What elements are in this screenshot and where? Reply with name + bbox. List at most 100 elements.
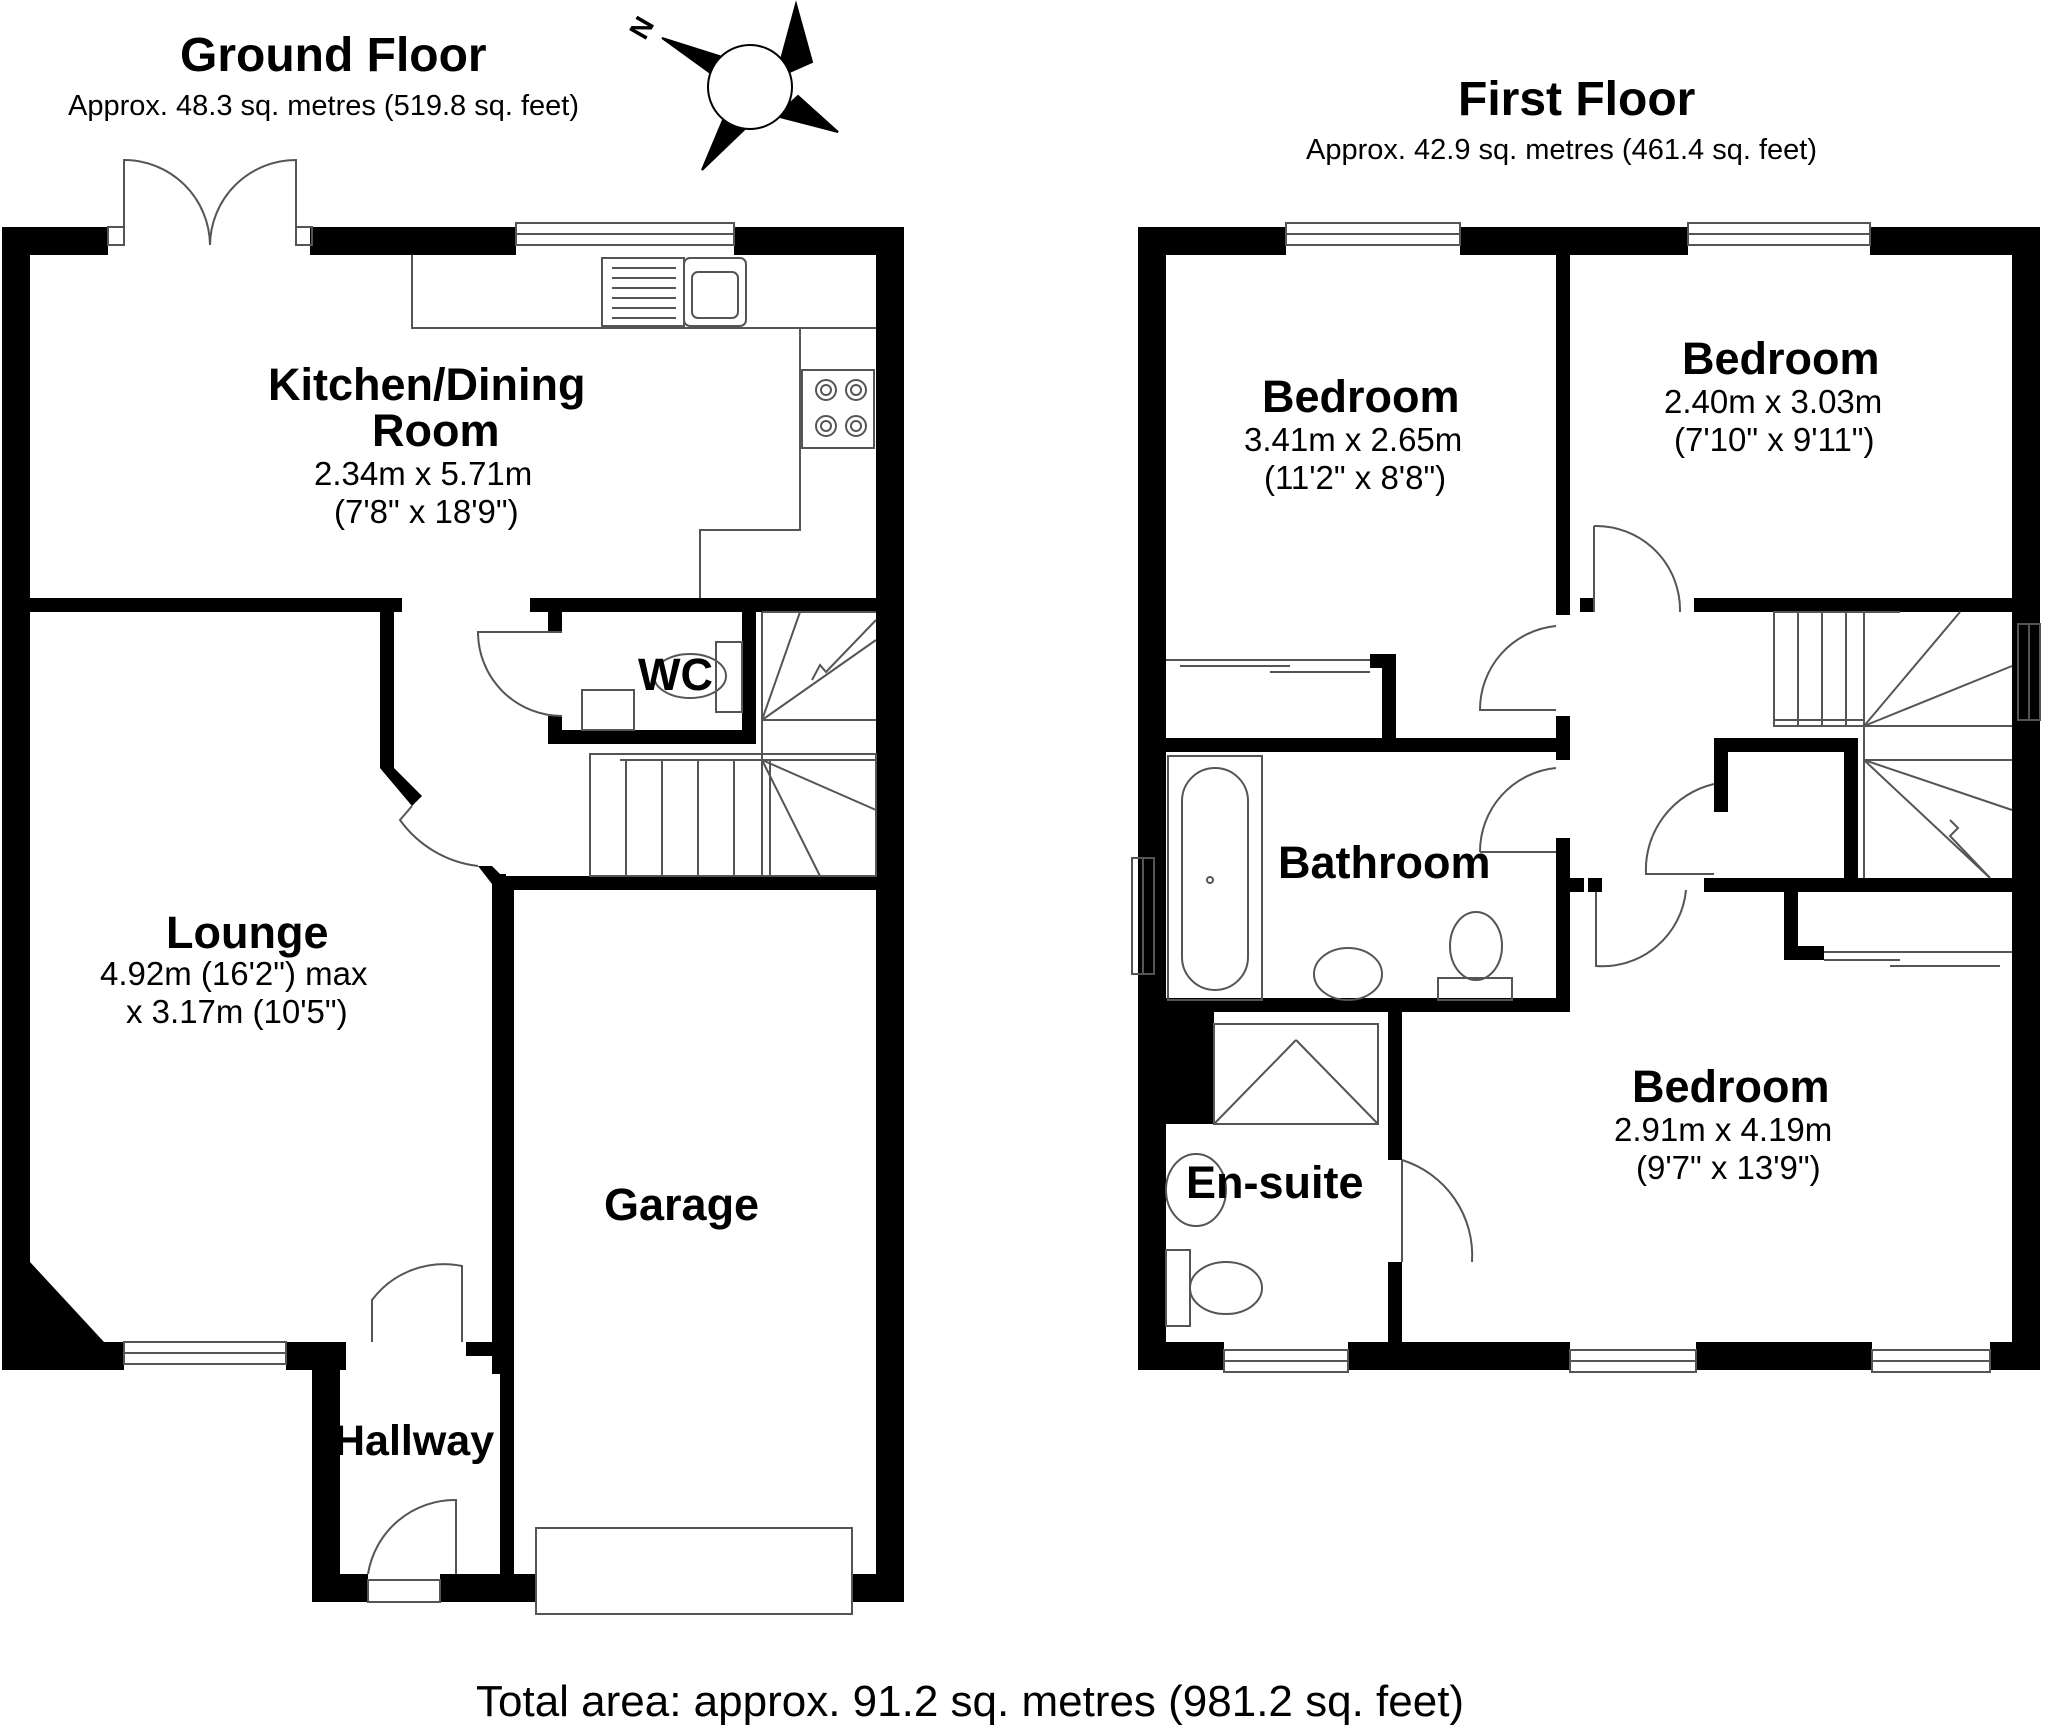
gf-wc-toilet <box>653 653 727 699</box>
first-floor-fixtures <box>1131 222 2041 1373</box>
gf-wall-wc-right <box>742 612 756 744</box>
ff-wall-bath-bottom <box>1166 998 1570 1012</box>
ff-bath <box>1167 755 1263 1001</box>
ff-wall-bath-right-top <box>1556 752 1570 760</box>
ground-floor-plan <box>2 227 904 1602</box>
ff-wall-right-return <box>2012 946 2040 960</box>
gf-wall-garage-left <box>500 876 514 1602</box>
ff-door-bed-right <box>1593 524 1682 613</box>
gf-wall-chamfer <box>30 1262 104 1342</box>
gf-window-hall <box>367 1579 441 1603</box>
ground-floor-area: Approx. 48.3 sq. metres (519.8 sq. feet) <box>68 90 579 122</box>
gf-hall-door-top <box>371 1263 463 1342</box>
ff-wall-top-c <box>1870 227 2040 255</box>
ff-wall-top-b <box>1460 227 1688 255</box>
ff-door-bed-left <box>1478 625 1557 711</box>
first-floor-title: First Floor <box>1458 73 1696 126</box>
gf-garage-door <box>535 1527 853 1615</box>
gf-worktop <box>411 255 801 598</box>
ff-wall-bottom-c <box>1696 1342 1872 1370</box>
ff-wall-top-a <box>1138 227 1286 255</box>
gf-wall-top-c <box>734 227 904 255</box>
gf-wall-wc-stub <box>548 716 562 744</box>
ff-toilet-cistern <box>1437 977 1513 1001</box>
ff-stairs <box>1773 611 2013 879</box>
ff-wall-wardrobe-2-left <box>1784 892 1798 960</box>
gf-wall-bottom-lounge-a <box>2 1342 124 1370</box>
ff-wall-bed-divider <box>1556 255 1570 615</box>
total-area: Total area: approx. 91.2 sq. metres (981… <box>476 1677 1465 1726</box>
ff-toilet <box>1449 911 1503 981</box>
gf-wall-angle-2 <box>478 866 506 884</box>
gf-wall-left <box>2 227 30 1370</box>
room-dims-kitchen-ft: (7'8" x 18'9") <box>334 493 519 530</box>
ff-wall-ensuite-dark <box>1166 1012 1214 1124</box>
gf-french-door-left <box>123 158 211 246</box>
room-name-wc: WC <box>638 649 713 700</box>
ff-ensuite-toilet <box>1189 1261 1263 1315</box>
ff-wall-landing-left-a <box>1556 716 1570 752</box>
ff-wall-left <box>1138 227 1166 1370</box>
gf-wall-wc-top <box>530 598 876 612</box>
ff-wall-right <box>2012 227 2040 1370</box>
room-dims-bedroom-left-ft: (11'2" x 8'8") <box>1264 459 1447 496</box>
ff-wall-landing-stub <box>1570 878 1584 892</box>
gf-wc-door <box>476 631 563 717</box>
ff-wall-cupboard-top <box>1714 738 1850 752</box>
gf-stairs <box>589 611 877 877</box>
first-floor-area: Approx. 42.9 sq. metres (461.4 sq. feet) <box>1306 134 1817 166</box>
ff-ensuite-basin <box>1165 1153 1227 1227</box>
ff-basin <box>1313 947 1383 1001</box>
ff-wall-bottom-a <box>1138 1342 1224 1370</box>
room-dims-bedroom-left-m: 3.41m x 2.65m <box>1244 421 1463 458</box>
ff-door-bed-main <box>1595 889 1687 968</box>
ff-wall-right-stub <box>1580 598 1594 612</box>
room-dims-kitchen-m: 2.34m x 5.71m <box>314 455 533 492</box>
ff-wall-ensuite-right-a <box>1388 1012 1402 1160</box>
compass-icon <box>661 0 839 171</box>
ff-wall-bath-right <box>1556 838 1570 1012</box>
gf-sink <box>683 257 747 327</box>
ff-wall-bed-right-bottom <box>1694 598 2040 612</box>
ground-floor-title: Ground Floor <box>180 29 487 82</box>
ff-wall-wardrobe-right-2 <box>1370 654 1396 668</box>
gf-french-door-right <box>209 158 297 246</box>
ff-door-cupboard <box>1644 783 1715 875</box>
ff-wall-wardrobe-2-bottom <box>1784 946 1824 960</box>
gf-door-frame-l <box>107 226 125 246</box>
ff-wall-ensuite-right-b <box>1388 1262 1402 1370</box>
ff-ensuite-cistern <box>1165 1249 1191 1327</box>
gf-wall-top-b <box>310 227 516 255</box>
ff-shower <box>1213 1023 1379 1125</box>
gf-wall-garage-top <box>500 876 876 890</box>
gf-wall-hall-bottom-a <box>312 1574 368 1602</box>
ff-wall-bottom-b <box>1348 1342 1570 1370</box>
gf-wall-hall-left <box>312 1342 340 1602</box>
room-dims-bedroom-right-m: 2.40m x 3.03m <box>1664 383 1883 420</box>
gf-wall-right <box>876 227 904 1602</box>
gf-hall-door-bottom <box>367 1498 457 1575</box>
room-dims-bedroom-main-m: 2.91m x 4.19m <box>1614 1111 1833 1148</box>
gf-wall-top-a <box>2 227 108 255</box>
gf-wall-wc-left <box>548 598 562 632</box>
gf-wc-basin <box>581 689 635 731</box>
room-name-bedroom-left: Bedroom <box>1262 371 1460 422</box>
gf-wall-wc-bottom <box>550 730 756 744</box>
gf-hob <box>801 369 875 449</box>
room-name-bedroom-right: Bedroom <box>1682 333 1880 384</box>
gf-wall-garage-bottom-b <box>852 1574 904 1602</box>
ff-wall-cupboard-right <box>1844 738 1858 878</box>
gf-wall-lounge-right <box>380 598 394 768</box>
room-name-ensuite: En-suite <box>1186 1157 1364 1208</box>
ff-wall-bed-left-bottom <box>1166 738 1570 752</box>
gf-wall-kitchen-lounge <box>30 598 402 612</box>
ff-door-bathroom <box>1478 767 1557 853</box>
ff-wall-landing-bottom <box>1704 878 2040 892</box>
ff-wall-wardrobe-right <box>1382 654 1396 752</box>
ff-wall-stair-top <box>1694 598 1708 612</box>
room-name-lounge: Lounge <box>166 907 329 958</box>
room-name-bedroom-main: Bedroom <box>1632 1061 1830 1112</box>
gf-lounge-door <box>398 805 479 867</box>
room-dims-bedroom-right-ft: (7'10" x 9'11") <box>1674 421 1875 458</box>
